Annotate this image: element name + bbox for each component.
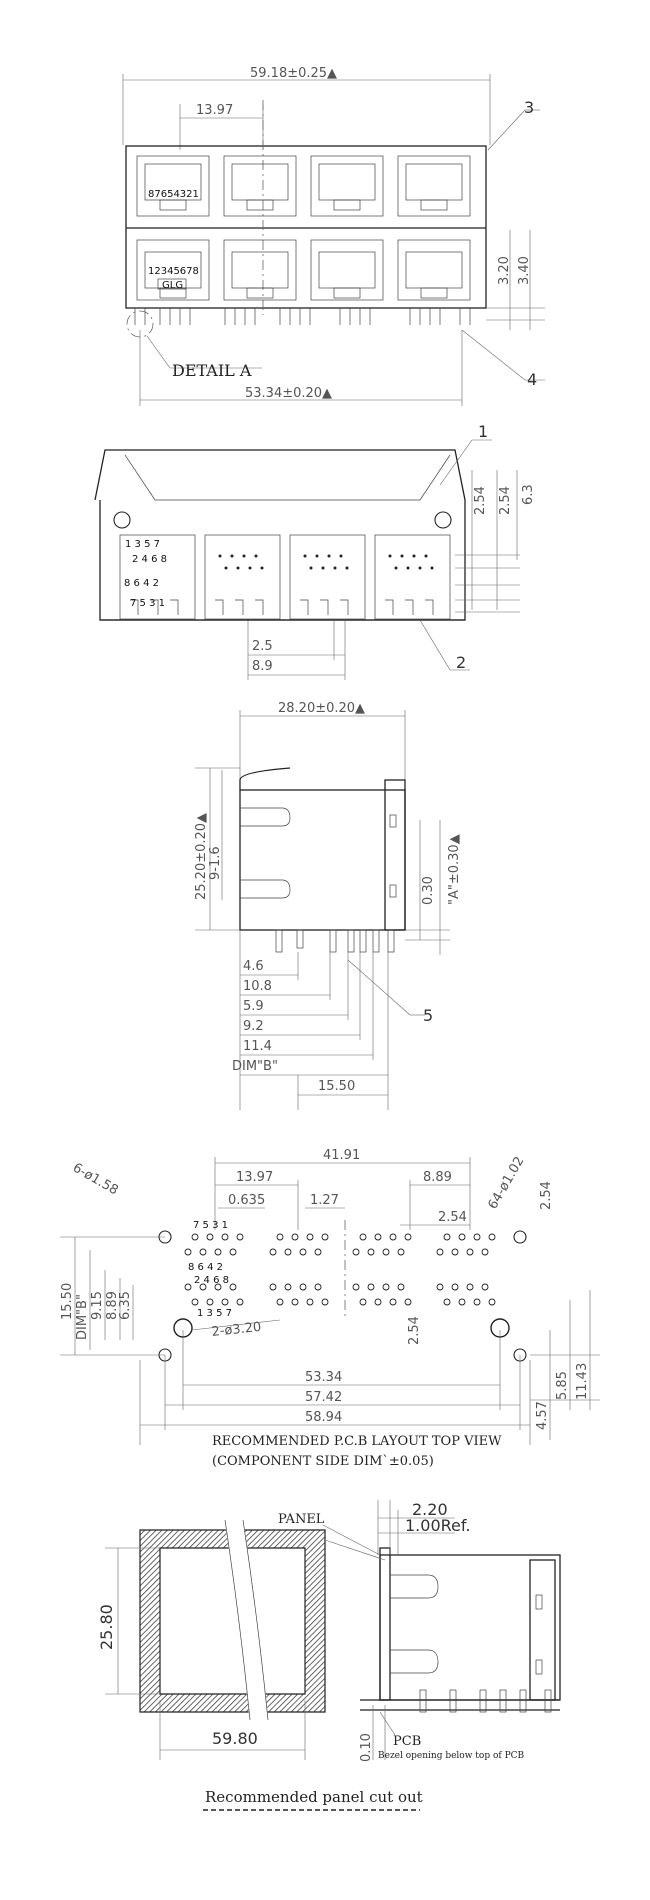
side-view: 28.20±0.20▲ 25.20±0.20▲ 9-1.6 0.30 "A — [194, 701, 462, 1110]
pcb-holes-mount: 2-ø3.20 — [211, 1320, 262, 1340]
callout-5: 5 — [423, 1006, 433, 1025]
pcb-caption-2: (COMPONENT SIDE DIM`±0.05) — [212, 1454, 434, 1469]
pcb-dim-457: 4.57 — [535, 1401, 550, 1430]
side-dim-030: 0.30 — [421, 876, 436, 905]
bottom-pin-nums-low: 8 6 4 2 — [124, 578, 159, 589]
bottom-dim-b: 2.54 — [498, 486, 513, 515]
pcb-caption-1: RECOMMENDED P.C.B LAYOUT TOP VIEW — [212, 1434, 502, 1449]
side-dim-108: 10.8 — [243, 979, 272, 994]
pcb-dim-4191: 41.91 — [323, 1148, 360, 1163]
panel-dim-5980: 59.80 — [212, 1729, 258, 1748]
callout-3: 3 — [524, 98, 534, 117]
bottom-pin-nums-mid: 2 4 6 8 — [132, 554, 167, 565]
pcb-nums-bot: 1 3 5 7 — [197, 1308, 232, 1319]
panel-label: PANEL — [278, 1512, 325, 1527]
bottom-dim-span: 8.9 — [252, 659, 273, 674]
height-a-label: 3.20 — [497, 256, 512, 285]
pcb-dim-5742: 57.42 — [305, 1390, 342, 1405]
bezel-note: Bezel opening below top of PCB — [378, 1751, 525, 1761]
front-view: 59.18±0.25▲ 13.97 87654321 12345678 GLG — [122, 66, 545, 406]
pcb-dim-889: 8.89 — [423, 1170, 452, 1185]
pin-order-bottom: 12345678 — [148, 266, 199, 277]
pcb-dim-5334: 53.34 — [305, 1370, 342, 1385]
pcb-dim-585: 5.85 — [555, 1371, 570, 1400]
pcb-layout: 41.91 13.97 8.89 0.635 1.27 2.54 6-ø1.58… — [60, 1148, 600, 1469]
bottom-pin-nums-top: 1 3 5 7 — [125, 539, 160, 550]
side-dim-114: 11.4 — [243, 1039, 272, 1054]
pcb-dim-0635: 0.635 — [228, 1193, 265, 1208]
pcb-nums-mid: 8 6 4 2 — [188, 1262, 223, 1273]
panel-dim-2580: 25.80 — [97, 1604, 116, 1650]
pcb-dim-635: 6.35 — [118, 1291, 133, 1320]
side-dim-46: 4.6 — [243, 959, 264, 974]
pcb-dim-127: 1.27 — [310, 1193, 339, 1208]
callout-2: 2 — [456, 653, 466, 672]
panel-cutout: PANEL 2.20 1.00Ref. 25.80 59.80 0.10 PCB… — [97, 1500, 561, 1811]
bottom-dim-pitch: 2.5 — [252, 639, 273, 654]
side-depth-label: 28.20±0.20▲ — [278, 701, 365, 716]
pcb-dim-1143: 11.43 — [575, 1363, 590, 1400]
pin-order-top: 87654321 — [148, 189, 199, 200]
pcb-dim-915: 9.15 — [90, 1291, 105, 1320]
side-height-label: 25.20±0.20▲ — [194, 813, 209, 900]
pcb-dim-254c: 2.54 — [407, 1316, 422, 1345]
bottom-view: 1 3 5 7 2 4 6 8 8 6 4 2 7 5 3 1 2.54 2.5… — [94, 422, 536, 680]
pcb-nums-top: 7 5 3 1 — [193, 1220, 228, 1231]
pcb-dim-1397: 13.97 — [236, 1170, 273, 1185]
callout-1: 1 — [478, 422, 488, 441]
pin-span-label: 53.34±0.20▲ — [245, 386, 332, 401]
detail-a-label: DETAIL A — [172, 361, 252, 380]
pcb-holes-large: 6-ø1.58 — [70, 1160, 121, 1198]
panel-caption: Recommended panel cut out — [205, 1788, 423, 1806]
pcb-dim-1550: 15.50 — [60, 1283, 75, 1320]
side-dim-59: 5.9 — [243, 999, 264, 1014]
led-label: GLG — [162, 280, 183, 291]
side-dim-a: "A"±0.30▲ — [447, 834, 462, 905]
pcb-dim-5894: 58.94 — [305, 1410, 342, 1425]
pcb-dim-254a: 2.54 — [438, 1210, 467, 1225]
side-dim-9-16: 9-1.6 — [208, 846, 223, 880]
overall-width-label: 59.18±0.25▲ — [250, 66, 337, 81]
pcb-label: PCB — [393, 1734, 421, 1749]
callout-4: 4 — [527, 370, 537, 389]
side-dim-92: 9.2 — [243, 1019, 264, 1034]
panel-dim-220: 2.20 — [412, 1500, 448, 1519]
bottom-pin-nums-bot: 7 5 3 1 — [130, 598, 165, 609]
panel-dim-100: 1.00Ref. — [405, 1516, 470, 1535]
pcb-holes-small: 64-ø1.02 — [485, 1154, 527, 1212]
pcb-dim-b: DIM"B" — [75, 1294, 90, 1340]
port-pitch-label: 13.97 — [196, 103, 233, 118]
height-b-label: 3.40 — [517, 256, 532, 285]
pcb-dim-889v: 8.89 — [105, 1291, 120, 1320]
pcb-nums-low: 2 4 6 8 — [194, 1275, 229, 1286]
panel-dim-010: 0.10 — [359, 1733, 374, 1762]
pcb-dim-254b: 2.54 — [539, 1181, 554, 1210]
side-dim-1550: 15.50 — [318, 1079, 355, 1094]
bottom-dim-c: 6.3 — [521, 484, 536, 505]
bottom-dim-a: 2.54 — [473, 486, 488, 515]
side-dim-b: DIM"B" — [232, 1059, 278, 1074]
